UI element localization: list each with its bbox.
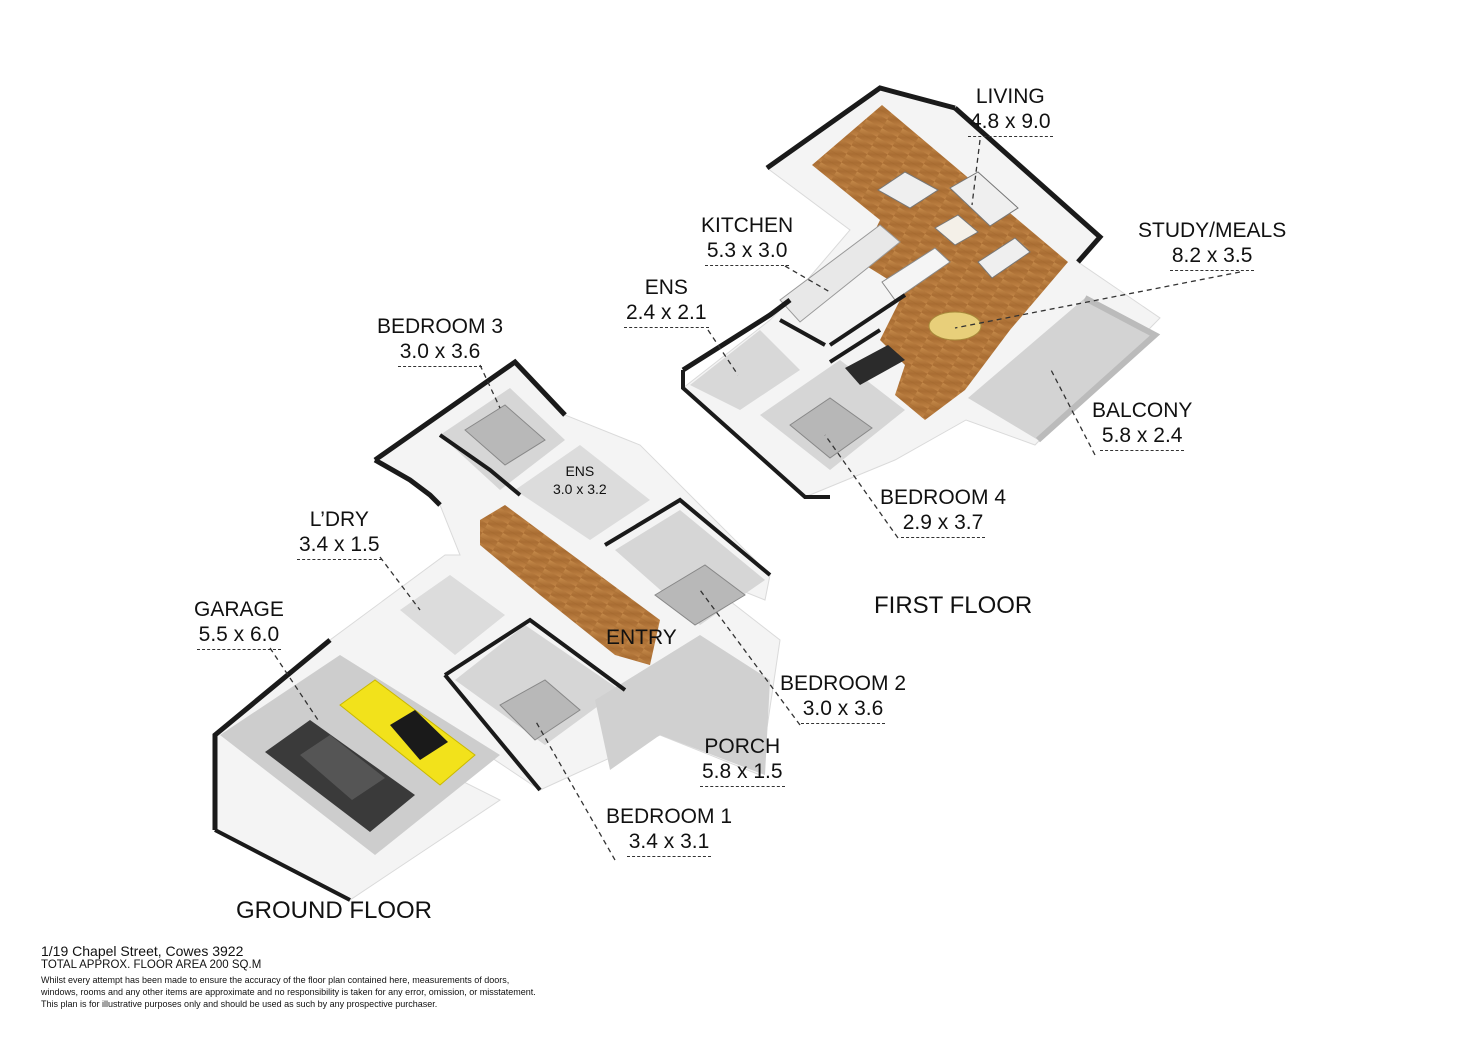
ensuite-down-floor <box>515 445 650 540</box>
bedroom3-name: BEDROOM 3 <box>377 315 504 338</box>
label-bedroom2: BEDROOM 2 3.0 x 3.6 <box>780 671 907 725</box>
label-bedroom4: BEDROOM 4 2.9 x 3.7 <box>880 485 1007 539</box>
label-garage: GARAGE 5.5 x 6.0 <box>194 597 284 651</box>
disclaimer: Whilst every attempt has been made to en… <box>41 974 661 1010</box>
address: 1/19 Chapel Street, Cowes 3922 <box>41 943 244 959</box>
hallway-floor <box>480 505 660 665</box>
living-name: LIVING <box>975 85 1045 108</box>
leader-lines <box>269 139 1241 861</box>
bedroom1-name: BEDROOM 1 <box>606 805 733 828</box>
bedroom4-bed <box>789 397 873 459</box>
kitchen-dim: 5.3 x 3.0 <box>704 238 790 267</box>
ens-up-name: ENS <box>644 276 688 299</box>
kitchen-bench <box>779 224 901 323</box>
label-entry: ENTRY <box>606 625 677 650</box>
laundry-name: L’DRY <box>309 508 369 531</box>
porch-name: PORCH <box>704 735 781 758</box>
dark-car <box>265 720 415 832</box>
bedroom3-bed <box>464 404 546 466</box>
study-desk <box>845 345 905 385</box>
ens-up-dim: 2.4 x 2.1 <box>624 300 709 329</box>
label-ens-down: ENS 3.0 x 3.2 <box>551 463 609 500</box>
garage-name: GARAGE <box>194 598 284 621</box>
label-bedroom3: BEDROOM 3 3.0 x 3.6 <box>377 314 504 368</box>
garage-floor <box>220 655 500 855</box>
bedroom4-dim: 2.9 x 3.7 <box>900 510 986 539</box>
label-study: STUDY/MEALS 8.2 x 3.5 <box>1138 218 1287 272</box>
disclaimer-line-3: This plan is for illustrative purposes o… <box>41 999 438 1010</box>
yellow-car <box>339 679 476 786</box>
ground-floor-title: GROUND FLOOR <box>236 897 433 924</box>
disclaimer-line-1: Whilst every attempt has been made to en… <box>41 975 510 986</box>
ens-down-dim: 3.0 x 3.2 <box>553 480 607 497</box>
total-floor-area: TOTAL APPROX. FLOOR AREA 200 SQ.M <box>41 959 262 972</box>
dining-table <box>928 311 982 341</box>
label-ens-up: ENS 2.4 x 2.1 <box>624 275 709 329</box>
ens-down-name: ENS <box>565 463 595 479</box>
label-porch: PORCH 5.8 x 1.5 <box>700 734 785 788</box>
laundry-dim: 3.4 x 1.5 <box>297 532 382 561</box>
label-kitchen: KITCHEN 5.3 x 3.0 <box>701 213 794 267</box>
bedroom2-dim: 3.0 x 3.6 <box>800 696 886 725</box>
kitchen-name: KITCHEN <box>701 214 794 237</box>
study-name: STUDY/MEALS <box>1138 219 1287 242</box>
label-laundry: L’DRY 3.4 x 1.5 <box>297 507 382 561</box>
porch-dim: 5.8 x 1.5 <box>700 759 785 788</box>
laundry-floor <box>400 575 505 655</box>
balcony-dim: 5.8 x 2.4 <box>1099 423 1185 452</box>
bedroom3-dim: 3.0 x 3.6 <box>397 339 483 368</box>
garage-dim: 5.5 x 6.0 <box>196 622 282 651</box>
living-dim: 4.8 x 9.0 <box>968 109 1053 138</box>
coffee-table <box>934 214 979 246</box>
balcony-name: BALCONY <box>1092 399 1193 422</box>
bedroom2-bed <box>654 564 746 626</box>
bedroom2-name: BEDROOM 2 <box>780 672 907 695</box>
bedroom1-dim: 3.4 x 3.1 <box>626 829 712 858</box>
sofa-3 <box>977 237 1031 279</box>
disclaimer-line-2: windows, rooms and any other items are a… <box>41 987 536 998</box>
plan-footer: 1/19 Chapel Street, Cowes 3922 TOTAL APP… <box>41 943 661 1011</box>
study-dim: 8.2 x 3.5 <box>1169 243 1255 272</box>
first-floor-model <box>681 85 1161 499</box>
sofa-2 <box>949 171 1019 227</box>
label-bedroom1: BEDROOM 1 3.4 x 3.1 <box>606 804 733 858</box>
porch-floor <box>595 635 770 775</box>
first-floor-title: FIRST FLOOR <box>874 592 1033 619</box>
label-living: LIVING 4.8 x 9.0 <box>968 84 1053 138</box>
sofa-1 <box>877 171 939 209</box>
bedroom4-name: BEDROOM 4 <box>880 486 1007 509</box>
ground-floor-model <box>212 358 781 902</box>
label-balcony: BALCONY 5.8 x 2.4 <box>1092 398 1193 452</box>
entry-name: ENTRY <box>606 626 677 649</box>
bedroom1-bed <box>499 679 581 741</box>
ensuite-up-floor <box>690 330 800 410</box>
kitchen-island <box>881 247 951 301</box>
balcony-floor <box>968 298 1155 440</box>
